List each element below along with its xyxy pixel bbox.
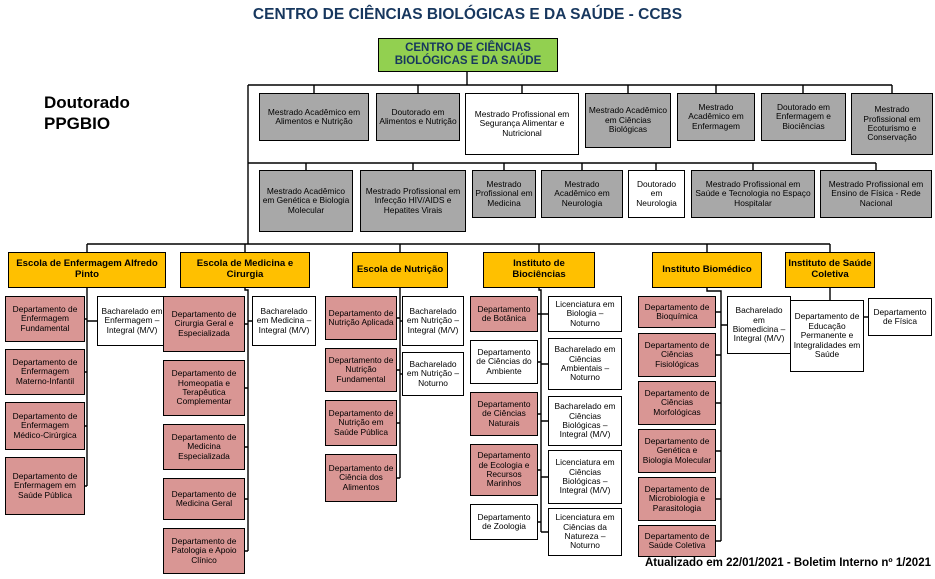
department-node: Departamento de Nutrição Aplicada <box>325 296 397 340</box>
unit-escola-medicina: Escola de Medicina e Cirurgia <box>180 252 310 288</box>
department-node: Departamento de Microbiologia e Parasito… <box>638 477 716 521</box>
program-node: Mestrado Acadêmico em Alimentos e Nutriç… <box>259 93 369 141</box>
department-node: Departamento de Patologia e Apoio Clínic… <box>163 528 245 574</box>
unit-instituto-biomedico: Instituto Biomédico <box>652 252 762 288</box>
department-node: Departamento de Educação Permanente e In… <box>790 300 864 372</box>
department-node: Departamento de Enfermagem em Saúde Públ… <box>5 457 85 515</box>
doutorado-ppgbio-label: Doutorado PPGBIO <box>44 93 130 134</box>
course-node: Bacharelado em Ciências Ambientais – Not… <box>548 338 622 390</box>
department-node: Departamento de Homeopatia e Terapêutica… <box>163 360 245 416</box>
department-node: Departamento de Genética e Biologia Mole… <box>638 429 716 473</box>
program-node: Mestrado Profissional em Medicina <box>472 170 536 218</box>
course-node: Licenciatura em Ciências da Natureza – N… <box>548 508 622 556</box>
department-node: Departamento de Nutrição em Saúde Públic… <box>325 400 397 446</box>
department-node: Departamento de Enfermagem Médico-Cirúrg… <box>5 402 85 450</box>
unit-instituto-saude-coletiva: Instituto de Saúde Coletiva <box>785 252 875 288</box>
program-node: Mestrado Acadêmico em Genética e Biologi… <box>259 170 353 232</box>
department-node: Departamento de Ciências Fisiológicas <box>638 333 716 377</box>
department-node: Departamento de Ciências Naturais <box>470 392 538 436</box>
department-node: Departamento de Saúde Coletiva <box>638 525 716 557</box>
course-node: Bacharelado em Biomedicina – Integral (M… <box>727 296 791 354</box>
program-node: Mestrado Acadêmico em Enfermagem <box>677 93 755 141</box>
unit-escola-enfermagem: Escola de Enfermagem Alfredo Pinto <box>8 252 166 288</box>
unit-escola-nutricao: Escola de Nutrição <box>352 252 448 288</box>
program-node: Doutorado em Enfermagem e Biociências <box>761 93 846 141</box>
program-node: Mestrado Profissional em Saúde e Tecnolo… <box>691 170 815 218</box>
course-node: Bacharelado em Ciências Biológicas – Int… <box>548 396 622 446</box>
program-node: Mestrado Acadêmico em Ciências Biológica… <box>585 93 671 148</box>
program-node: Mestrado Profissional em Ecoturismo e Co… <box>851 93 933 155</box>
department-node: Departamento de Enfermagem Fundamental <box>5 296 85 342</box>
department-node: Departamento de Ecologia e Recursos Mari… <box>470 444 538 496</box>
department-node: Departamento de Enfermagem Materno-Infan… <box>5 349 85 395</box>
department-node: Departamento de Zoologia <box>470 504 538 540</box>
course-node: Bacharelado em Nutrição – Integral (M/V) <box>402 296 464 346</box>
department-node: Departamento de Medicina Geral <box>163 478 245 520</box>
program-node: Doutorado em Alimentos e Nutrição <box>376 93 460 141</box>
unit-instituto-biociencias: Instituto de Biociências <box>483 252 595 288</box>
department-node: Departamento de Medicina Especializada <box>163 424 245 470</box>
page-title: CENTRO DE CIÊNCIAS BIOLÓGICAS E DA SAÚDE… <box>252 6 683 23</box>
course-node: Bacharelado em Enfermagem – Integral (M/… <box>97 296 167 346</box>
department-node: Departamento de Física <box>868 298 932 336</box>
department-node: Departamento de Botânica <box>470 296 538 332</box>
root-node: CENTRO DE CIÊNCIAS BIOLÓGICAS E DA SAÚDE <box>378 38 558 72</box>
program-node: Doutorado em Neurologia <box>628 170 685 218</box>
department-node: Departamento de Nutrição Fundamental <box>325 348 397 392</box>
department-node: Departamento de Ciência dos Alimentos <box>325 454 397 502</box>
program-node: Mestrado Acadêmico em Neurologia <box>541 170 623 218</box>
course-node: Bacharelado em Nutrição – Noturno <box>402 352 464 396</box>
course-node: Bacharelado em Medicina – Integral (M/V) <box>252 296 316 346</box>
department-node: Departamento de Ciências Morfológicas <box>638 381 716 425</box>
program-node: Mestrado Profissional em Infecção HIV/AI… <box>360 170 466 232</box>
program-node: Mestrado Profissional em Segurança Alime… <box>465 93 579 155</box>
program-node: Mestrado Profissional em Ensino de Físic… <box>820 170 932 218</box>
department-node: Departamento de Bioquímica <box>638 296 716 328</box>
department-node: Departamento de Cirurgia Geral e Especia… <box>163 296 245 352</box>
department-node: Departamento de Ciências do Ambiente <box>470 340 538 384</box>
course-node: Licenciatura em Ciências Biológicas – In… <box>548 450 622 504</box>
course-node: Licenciatura em Biologia – Noturno <box>548 296 622 332</box>
update-note: Atualizado em 22/01/2021 - Boletim Inter… <box>644 557 931 569</box>
